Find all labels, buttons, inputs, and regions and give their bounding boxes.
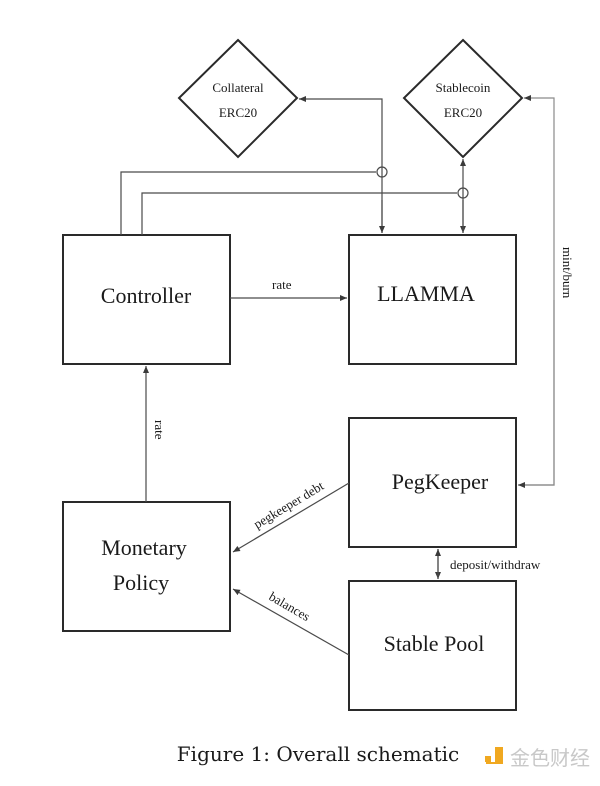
collateral-erc20-node: Collateral ERC20 (177, 38, 299, 159)
llamma-label: LLAMMA (377, 281, 475, 306)
controller-box (62, 234, 231, 365)
controller-llamma-rate-label: rate (272, 277, 292, 292)
stablecoin-label-line1: Stablecoin (436, 80, 491, 95)
mint-burn-label: mint/burn (560, 247, 575, 299)
policy-controller-rate-label: rate (152, 420, 167, 440)
watermark-logo-icon (485, 747, 503, 764)
watermark-text: 金色财经 (510, 746, 590, 770)
stablecoin-diamond-shape (402, 38, 524, 159)
deposit-withdraw-label: deposit/withdraw (450, 557, 541, 572)
monetary-policy-box (62, 501, 231, 632)
pegkeeper-label: PegKeeper (392, 469, 489, 494)
mint-burn-to-pegkeeper-arrow (518, 300, 555, 488)
collateral-label-line1: Collateral (212, 80, 264, 95)
balances-label: balances (267, 589, 313, 624)
controller-label: Controller (101, 283, 192, 308)
stablecoin-label-line2: ERC20 (444, 105, 482, 120)
monetary-policy-label-line2: Policy (113, 570, 169, 595)
watermark: 金色财经 (485, 746, 590, 770)
llamma-to-collateral-arrow (299, 96, 383, 233)
figure-caption: Figure 1: Overall schematic (177, 742, 459, 766)
controller-stablecoin-wire (141, 192, 457, 235)
collateral-diamond-shape (177, 38, 299, 159)
stable-pool-label: Stable Pool (384, 631, 485, 656)
controller-collateral-wire (120, 171, 376, 235)
controller-node: Controller (62, 234, 231, 365)
pegkeeper-debt-arrow (232, 482, 350, 553)
balances-arrow (232, 588, 350, 656)
pegkeeper-debt-label: pegkeeper debt (251, 478, 327, 532)
llamma-box (348, 234, 517, 365)
pegkeeper-node: PegKeeper (348, 417, 517, 548)
monetary-policy-node: Monetary Policy (62, 501, 231, 632)
monetary-policy-label-line1: Monetary (101, 535, 187, 560)
pegkeeper-box (348, 417, 517, 548)
llamma-node: LLAMMA (348, 234, 517, 365)
stable-pool-box (348, 580, 517, 711)
collateral-label-line2: ERC20 (219, 105, 257, 120)
pegkeeper-to-stablecoin-mint-burn-arrow (518, 95, 555, 486)
stablecoin-erc20-node: Stablecoin ERC20 (402, 38, 524, 159)
stable-pool-node: Stable Pool (348, 580, 517, 711)
